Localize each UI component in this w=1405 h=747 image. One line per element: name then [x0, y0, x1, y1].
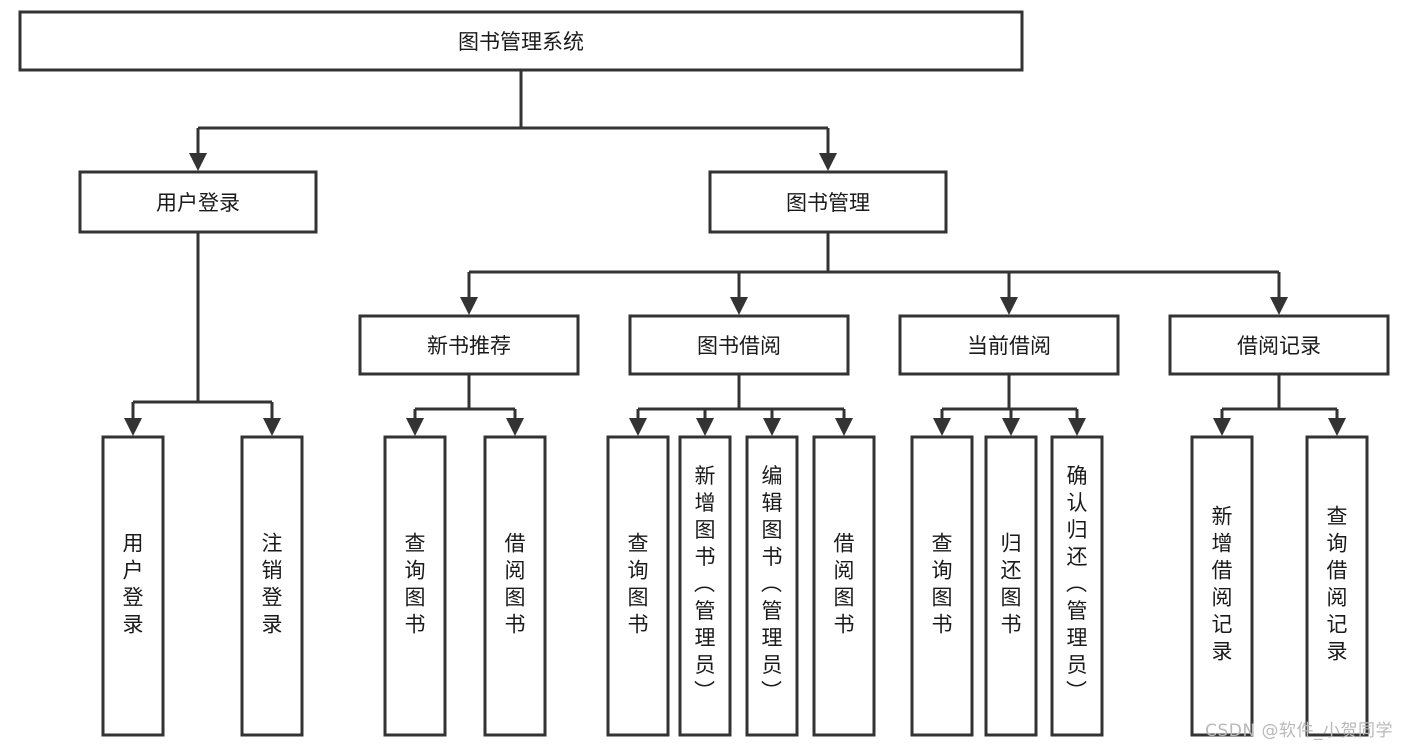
node-leaf-query-book-3[interactable]: 查询图书	[910, 435, 974, 737]
node-current-borrow-label: 当前借阅	[967, 334, 1051, 358]
node-root-system-box[interactable]	[18, 10, 1024, 72]
node-user-login-box[interactable]	[78, 170, 318, 234]
node-book-management-box[interactable]	[708, 170, 948, 234]
node-borrow-record[interactable]: 借阅记录	[1168, 314, 1390, 376]
arrow-head-icon	[1213, 418, 1231, 436]
node-new-book-recommend-box[interactable]	[358, 314, 580, 376]
node-leaf-confirm-return-box[interactable]	[1050, 435, 1104, 737]
node-leaf-logout[interactable]: 注销登录	[240, 435, 304, 737]
watermark-label: CSDN @软件_小贺同学	[1205, 721, 1393, 741]
node-book-borrow[interactable]: 图书借阅	[628, 314, 850, 376]
node-leaf-query-record[interactable]: 查询借阅记录	[1305, 435, 1369, 737]
node-leaf-return-book[interactable]: 归还图书	[984, 435, 1038, 737]
node-leaf-user-login-box[interactable]	[101, 435, 165, 737]
node-leaf-query-book-2-label: 查询图书	[628, 532, 649, 637]
node-leaf-logout-label: 注销登录	[262, 532, 283, 637]
node-book-management[interactable]: 图书管理	[708, 170, 948, 234]
node-borrow-record-label: 借阅记录	[1237, 334, 1321, 358]
arrow-head-icon	[189, 153, 207, 171]
arrow-head-icon	[730, 297, 748, 315]
node-leaf-query-record-box[interactable]	[1305, 435, 1369, 737]
arrow-head-icon	[1068, 418, 1086, 436]
node-new-book-recommend[interactable]: 新书推荐	[358, 314, 580, 376]
node-new-book-recommend-label: 新书推荐	[427, 334, 511, 358]
node-leaf-borrow-book-2-box[interactable]	[812, 435, 876, 737]
node-root-system-label: 图书管理系统	[458, 30, 584, 54]
arrow-head-icon	[1270, 297, 1288, 315]
node-leaf-edit-book-label: 编辑图书（管理员）	[761, 464, 783, 704]
arrow-head-icon	[819, 153, 837, 171]
node-leaf-return-book-label: 归还图书	[1001, 532, 1022, 637]
node-leaf-query-book-1-box[interactable]	[383, 435, 447, 737]
node-leaf-borrow-book-1-label: 借阅图书	[505, 532, 526, 637]
arrow-head-icon	[1002, 418, 1020, 436]
node-leaf-add-record-box[interactable]	[1190, 435, 1254, 737]
node-leaf-edit-book[interactable]: 编辑图书（管理员）	[745, 435, 799, 737]
node-leaf-confirm-return[interactable]: 确认归还（管理员）	[1050, 435, 1104, 737]
arrow-head-icon	[696, 418, 714, 436]
arrow-head-icon	[835, 418, 853, 436]
node-leaf-borrow-book-1-box[interactable]	[483, 435, 547, 737]
node-current-borrow-box[interactable]	[898, 314, 1120, 376]
arrow-head-icon	[124, 418, 142, 436]
node-leaf-borrow-book-2[interactable]: 借阅图书	[812, 435, 876, 737]
node-user-login-label: 用户登录	[156, 191, 240, 215]
node-leaf-add-record[interactable]: 新增借阅记录	[1190, 435, 1254, 737]
node-leaf-borrow-book-2-label: 借阅图书	[834, 532, 855, 637]
node-leaf-query-record-label: 查询借阅记录	[1327, 505, 1348, 664]
node-book-borrow-label: 图书借阅	[697, 334, 781, 358]
node-root-system[interactable]: 图书管理系统	[18, 10, 1024, 72]
arrow-head-icon	[1000, 297, 1018, 315]
nodes-layer: 图书管理系统用户登录图书管理新书推荐图书借阅当前借阅借阅记录用户登录注销登录查询…	[18, 10, 1390, 737]
node-leaf-add-book-box[interactable]	[678, 435, 732, 737]
node-borrow-record-box[interactable]	[1168, 314, 1390, 376]
node-leaf-add-book-label: 新增图书（管理员）	[694, 464, 716, 704]
arrow-head-icon	[1328, 418, 1346, 436]
arrow-head-icon	[406, 418, 424, 436]
node-leaf-query-book-3-label: 查询图书	[932, 532, 953, 637]
node-leaf-query-book-2-box[interactable]	[606, 435, 670, 737]
arrow-head-icon	[763, 418, 781, 436]
node-current-borrow[interactable]: 当前借阅	[898, 314, 1120, 376]
arrow-head-icon	[506, 418, 524, 436]
node-leaf-query-book-2[interactable]: 查询图书	[606, 435, 670, 737]
node-leaf-confirm-return-label: 确认归还（管理员）	[1066, 464, 1088, 704]
node-leaf-query-book-1[interactable]: 查询图书	[383, 435, 447, 737]
arrow-head-icon	[263, 418, 281, 436]
node-leaf-logout-box[interactable]	[240, 435, 304, 737]
node-book-management-label: 图书管理	[786, 191, 870, 215]
node-leaf-user-login[interactable]: 用户登录	[101, 435, 165, 737]
arrow-head-icon	[933, 418, 951, 436]
arrow-head-icon	[460, 297, 478, 315]
node-leaf-add-record-label: 新增借阅记录	[1212, 505, 1233, 664]
node-book-borrow-box[interactable]	[628, 314, 850, 376]
node-leaf-borrow-book-1[interactable]: 借阅图书	[483, 435, 547, 737]
node-leaf-query-book-3-box[interactable]	[910, 435, 974, 737]
node-leaf-user-login-label: 用户登录	[123, 532, 144, 637]
node-user-login[interactable]: 用户登录	[78, 170, 318, 234]
node-leaf-edit-book-box[interactable]	[745, 435, 799, 737]
node-leaf-add-book[interactable]: 新增图书（管理员）	[678, 435, 732, 737]
arrow-head-icon	[629, 418, 647, 436]
node-leaf-query-book-1-label: 查询图书	[405, 532, 426, 637]
connectors-layer	[124, 70, 1346, 436]
node-leaf-return-book-box[interactable]	[984, 435, 1038, 737]
